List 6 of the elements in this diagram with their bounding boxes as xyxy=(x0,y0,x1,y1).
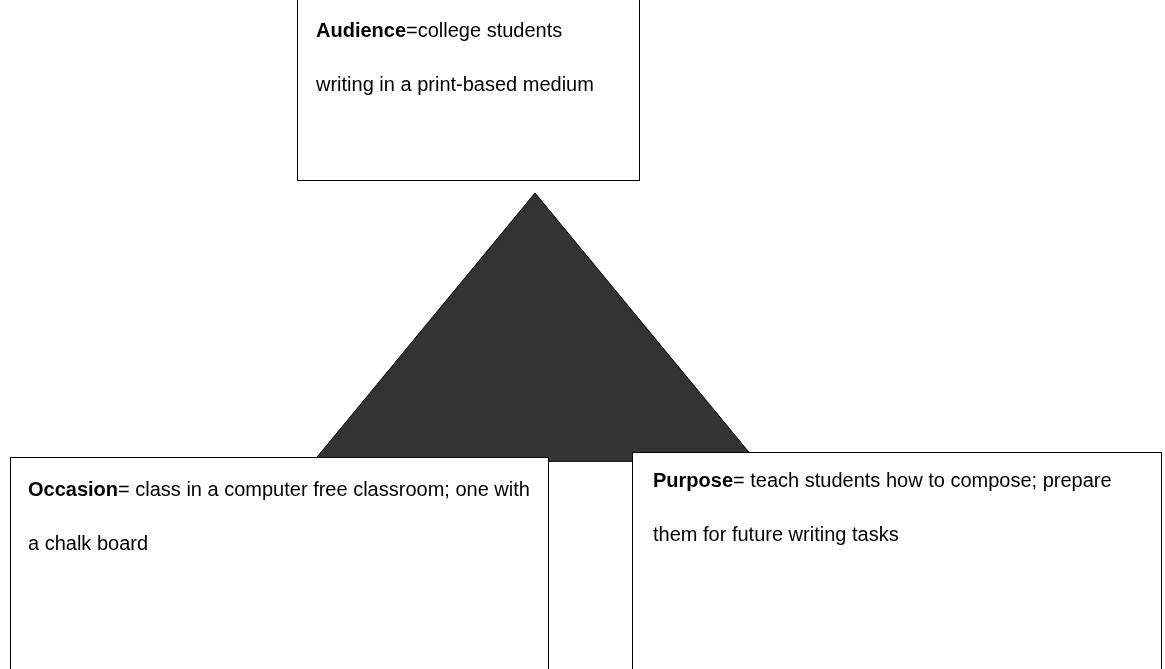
text-frame xyxy=(297,0,640,181)
description-text: Audience=college students writing in a print-based medium xyxy=(316,18,595,97)
text-frame xyxy=(632,452,1162,669)
text-frame xyxy=(10,457,549,669)
description-text: Purpose= teach students how to compose; prepare them for future writing tasks xyxy=(653,468,1113,547)
description-text: Occasion= class in a computer free classroom; one with a chalk board xyxy=(28,477,531,556)
